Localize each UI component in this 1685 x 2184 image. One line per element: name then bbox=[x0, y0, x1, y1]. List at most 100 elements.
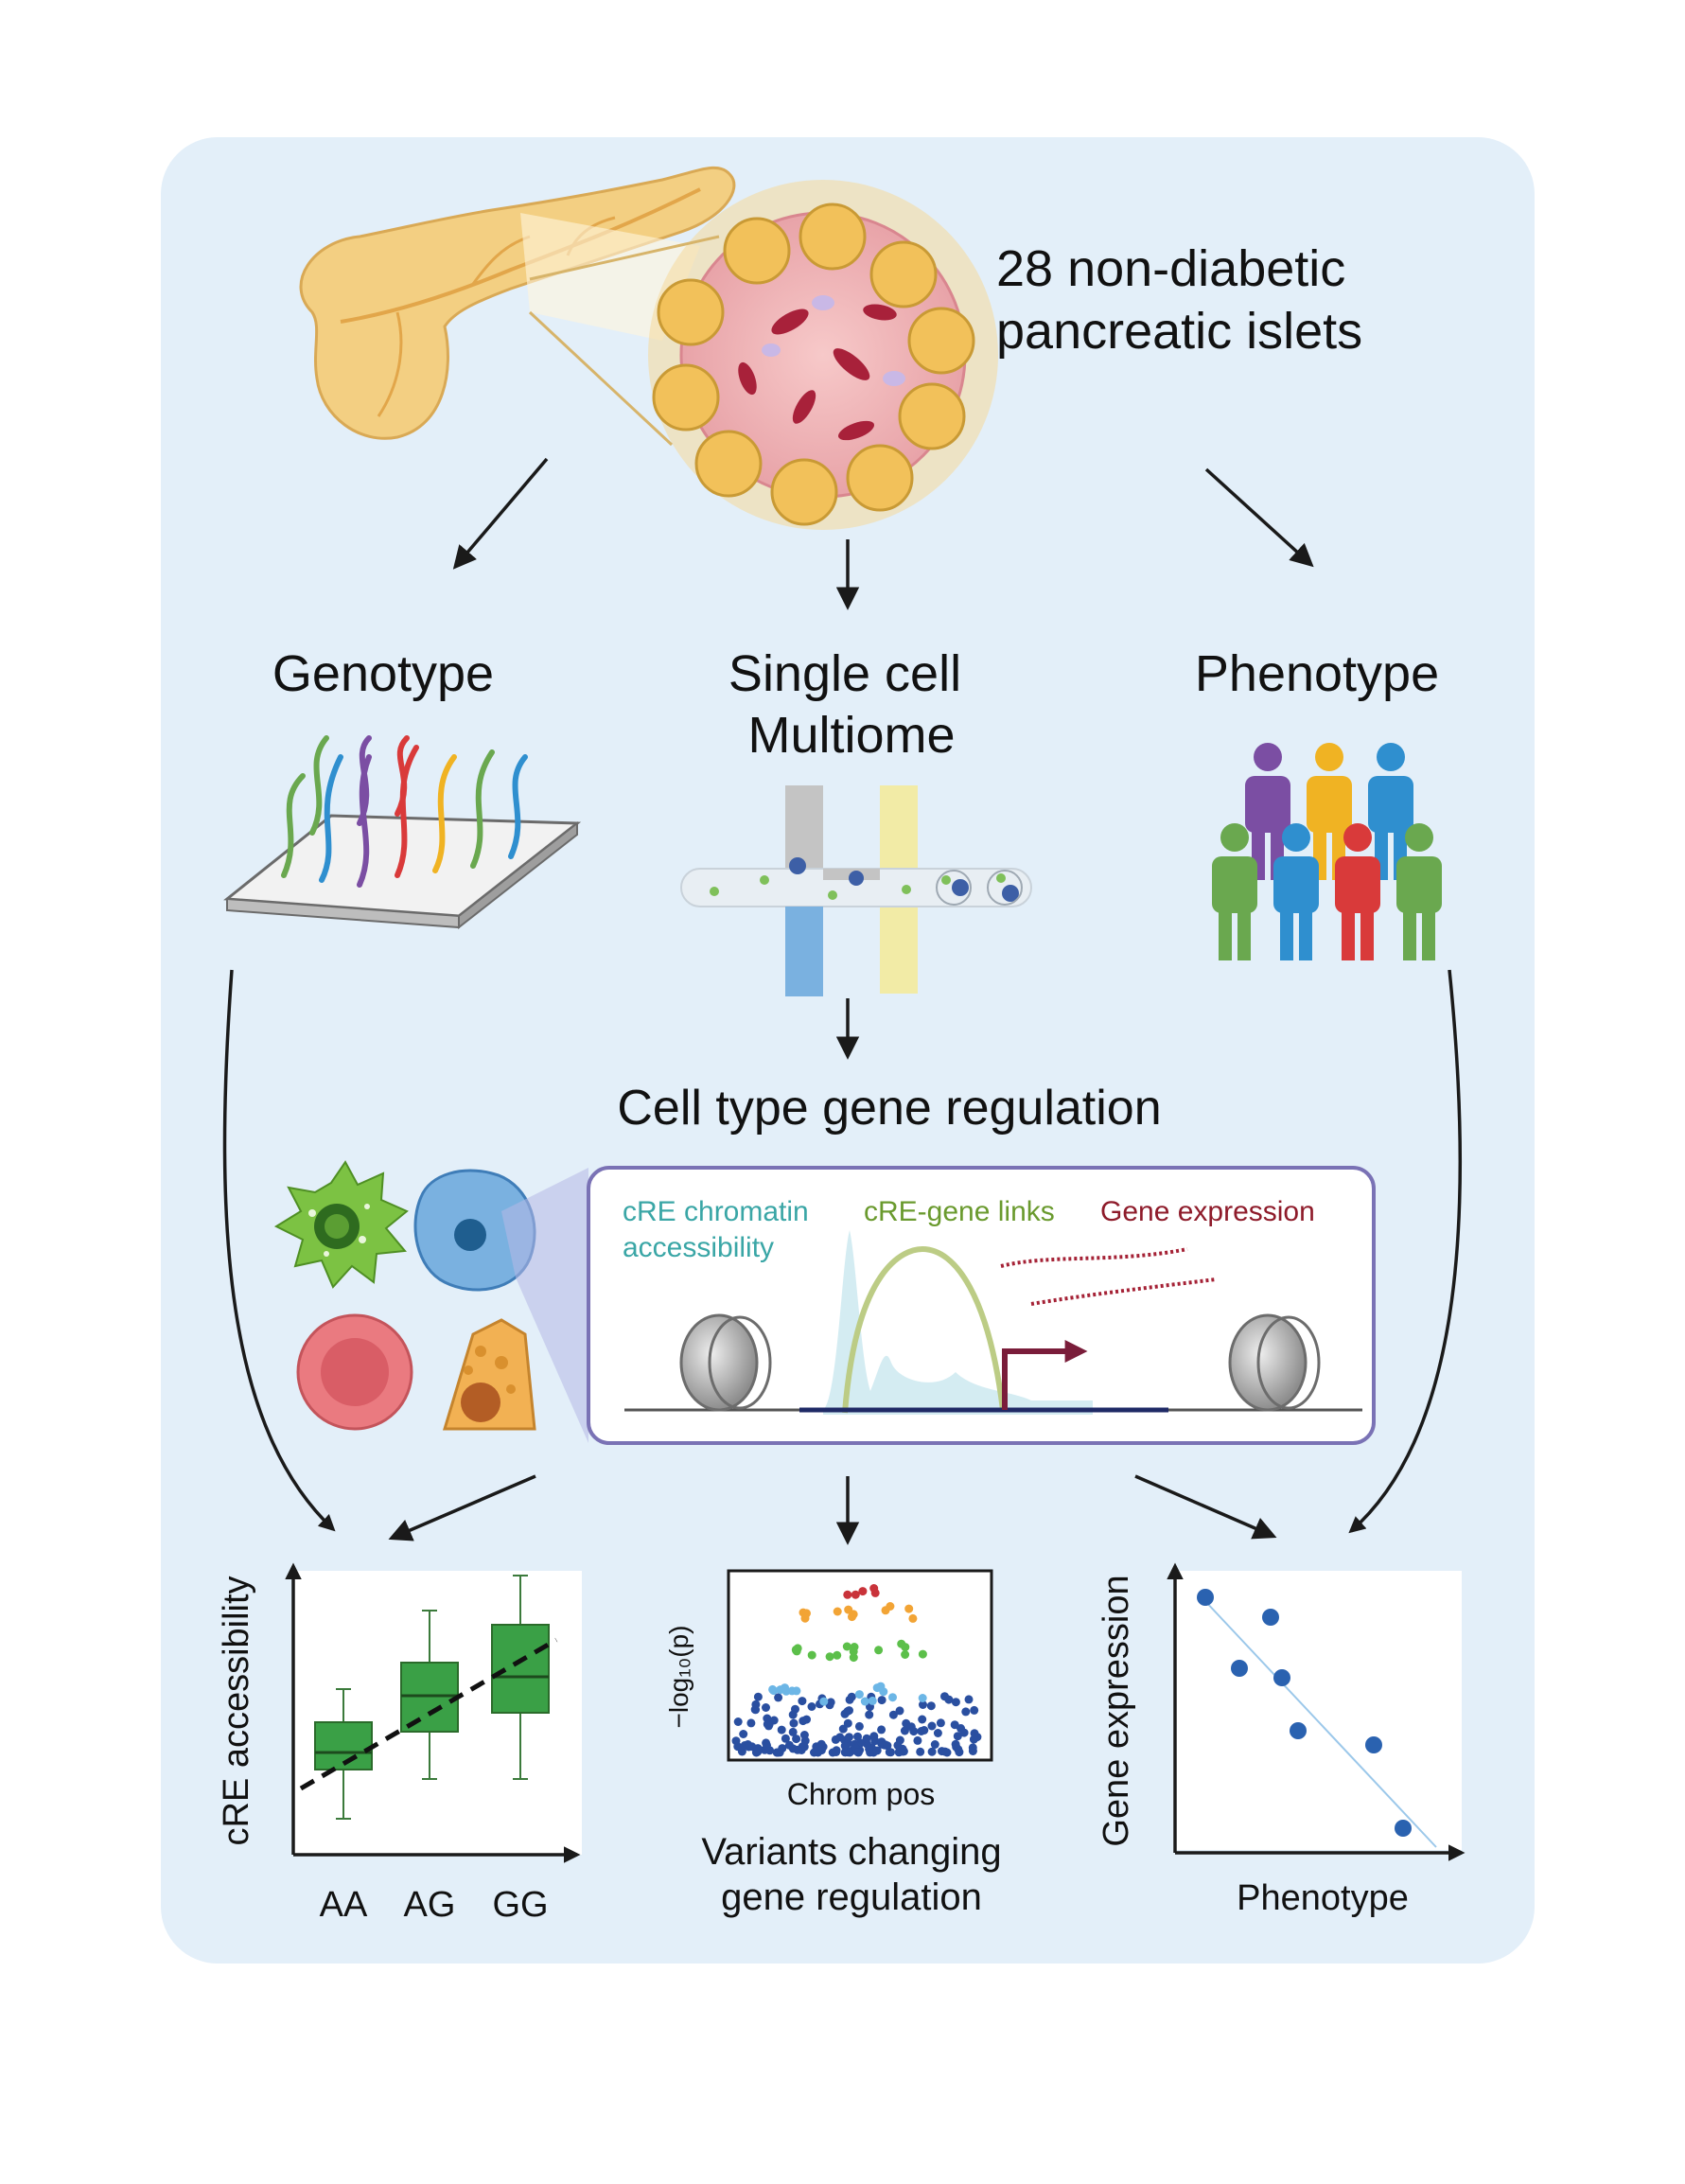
genotype-title: Genotype bbox=[272, 645, 494, 702]
manhattan-point bbox=[930, 1740, 939, 1749]
manhattan-point bbox=[936, 1718, 945, 1728]
manhattan-point bbox=[908, 1613, 918, 1623]
manhattan-point bbox=[773, 1748, 782, 1757]
manhattan-point bbox=[900, 1726, 909, 1735]
manhattan-point bbox=[777, 1725, 786, 1735]
person-body-icon bbox=[1335, 856, 1380, 913]
manhattan-point bbox=[799, 1731, 809, 1739]
person-body-icon bbox=[1396, 856, 1442, 913]
manhattan-point bbox=[814, 1743, 823, 1752]
manhattan-point bbox=[886, 1602, 895, 1611]
correlation-point bbox=[1365, 1736, 1382, 1753]
person-head-icon bbox=[1377, 743, 1405, 771]
manhattan-point bbox=[860, 1697, 869, 1706]
manhattan-point bbox=[774, 1693, 783, 1702]
manhattan-point bbox=[798, 1697, 807, 1706]
person-head-icon bbox=[1254, 743, 1282, 771]
qtl-ylabel: cRE accessibility bbox=[217, 1576, 256, 1845]
manhattan-point bbox=[942, 1748, 952, 1757]
box-body bbox=[491, 1624, 550, 1714]
person-head-icon bbox=[1220, 823, 1249, 852]
manhattan-point bbox=[750, 1705, 760, 1715]
manhattan-point bbox=[851, 1590, 860, 1599]
manhattan-point bbox=[926, 1701, 936, 1711]
manhattan-point bbox=[901, 1650, 910, 1659]
manhattan-point bbox=[879, 1687, 888, 1697]
manhattan-xlabel: Chrom pos bbox=[787, 1777, 936, 1811]
manhattan-point bbox=[909, 1727, 919, 1736]
qtl-xtick-aa: AA bbox=[320, 1885, 368, 1925]
header-title-line2: pancreatic islets bbox=[996, 303, 1362, 360]
manhattan-point bbox=[733, 1717, 743, 1726]
manhattan-point bbox=[919, 1700, 927, 1709]
manhattan-point bbox=[833, 1650, 842, 1660]
manhattan-point bbox=[833, 1607, 842, 1616]
manhattan-point bbox=[877, 1696, 886, 1705]
manhattan-point bbox=[753, 1692, 763, 1701]
manhattan-point bbox=[763, 1740, 771, 1750]
manhattan-point bbox=[916, 1747, 925, 1756]
manhattan-point bbox=[951, 1698, 960, 1707]
correlation-point bbox=[1290, 1722, 1307, 1739]
manhattan-point bbox=[940, 1692, 949, 1701]
manhattan-point bbox=[793, 1745, 802, 1754]
manhattan-point bbox=[792, 1735, 801, 1744]
manhattan-point bbox=[918, 1649, 927, 1659]
person-leg-icon bbox=[1422, 907, 1435, 960]
manhattan-point bbox=[927, 1747, 937, 1756]
manhattan-point bbox=[744, 1742, 753, 1752]
person-body-icon bbox=[1245, 776, 1290, 833]
manhattan-point bbox=[913, 1735, 922, 1745]
manhattan-point bbox=[853, 1748, 863, 1757]
manhattan-point bbox=[843, 1590, 852, 1599]
manhattan-point bbox=[933, 1729, 942, 1737]
manhattan-point bbox=[895, 1706, 904, 1716]
manhattan-point bbox=[845, 1748, 854, 1757]
manhattan-point bbox=[858, 1587, 868, 1596]
manhattan-point bbox=[781, 1734, 790, 1743]
manhattan-point bbox=[838, 1724, 848, 1734]
person-body-icon bbox=[1307, 776, 1352, 833]
arrow-to-genotype bbox=[452, 457, 549, 570]
manhattan-point bbox=[731, 1736, 741, 1746]
person-body-icon bbox=[1368, 776, 1413, 833]
manhattan-point bbox=[865, 1710, 874, 1719]
arrow-phenotype-to-correlation bbox=[1348, 969, 1463, 1534]
manhattan-ylabel: −log₁₀(p) bbox=[664, 1625, 693, 1728]
manhattan-point bbox=[792, 1646, 801, 1655]
manhattan-point bbox=[953, 1732, 962, 1741]
arrow-to-phenotype bbox=[1204, 467, 1314, 568]
manhattan-point bbox=[866, 1748, 875, 1757]
manhattan-point bbox=[885, 1748, 894, 1757]
manhattan-point bbox=[762, 1703, 770, 1712]
accessibility-label-line1: cRE chromatin bbox=[623, 1196, 809, 1227]
manhattan-point bbox=[899, 1747, 908, 1756]
manhattan-point bbox=[968, 1743, 977, 1752]
manhattan-point bbox=[753, 1744, 763, 1753]
genotyping-array-icon bbox=[223, 735, 582, 930]
manhattan-point bbox=[869, 1584, 879, 1593]
manhattan-point bbox=[869, 1732, 879, 1741]
person-body-icon bbox=[1212, 856, 1257, 913]
accessibility-label-line2: accessibility bbox=[623, 1232, 774, 1263]
manhattan-point bbox=[807, 1702, 816, 1711]
manhattan-point bbox=[927, 1721, 937, 1731]
manhattan-point bbox=[789, 1718, 799, 1728]
correlation-ylabel: Gene expression bbox=[1097, 1575, 1136, 1846]
manhattan-point bbox=[799, 1717, 808, 1726]
people-group-icon bbox=[1212, 743, 1442, 960]
manhattan-point bbox=[843, 1707, 852, 1716]
arrow-genotype-to-qtl bbox=[222, 969, 336, 1532]
manhattan-point bbox=[739, 1730, 748, 1738]
arrow-box-to-correlation bbox=[1134, 1474, 1277, 1540]
manhattan-point bbox=[853, 1732, 862, 1741]
expression-label: Gene expression bbox=[1100, 1196, 1315, 1227]
qtl-panel: cRE accessibility AA AG GG bbox=[217, 1562, 582, 1925]
header-title-line1: 28 non-diabetic bbox=[996, 240, 1345, 297]
manhattan-caption-line2: gene regulation bbox=[721, 1876, 982, 1918]
person-leg-icon bbox=[1360, 907, 1374, 960]
manhattan-point bbox=[847, 1692, 856, 1701]
manhattan-point bbox=[877, 1725, 886, 1735]
manhattan-point bbox=[843, 1718, 852, 1728]
manhattan-point bbox=[872, 1746, 882, 1755]
